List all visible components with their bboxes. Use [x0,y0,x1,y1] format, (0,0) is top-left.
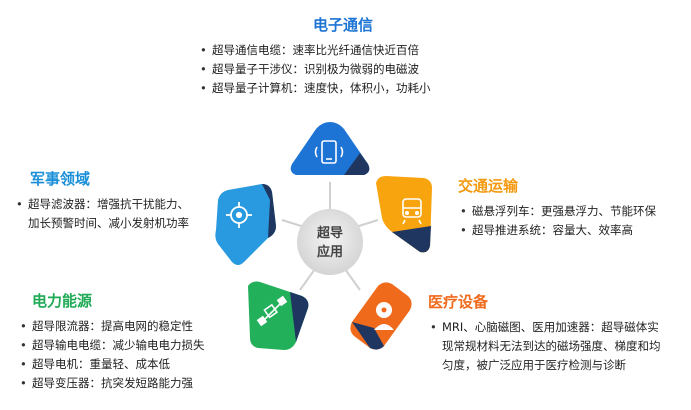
list-item: MRI、心脑磁图、医用加速器：超导磁体实现常规材料无法到达的磁场强度、梯度和均匀… [428,318,668,375]
satellite-icon [256,295,288,327]
petal-bottom-right-shadow [352,322,384,350]
center-label-2: 应用 [317,244,343,260]
list-medical: MRI、心脑磁图、医用加速器：超导磁体实现常规材料无法到达的磁场强度、梯度和均匀… [428,318,668,375]
list-electronics: 超导通信电缆：速率比光纤通信快近百倍 超导量子干涉仪：识别极为微弱的电磁波 超导… [198,41,488,98]
list-item: 超导电机：重量轻、成本低 [18,355,248,374]
section-title-medical: 医疗设备 [428,293,489,311]
section-title-military: 军事领域 [30,170,91,188]
section-title-power: 电力能源 [32,292,93,310]
list-military: 超导滤波器：增强抗干扰能力、 加长预警时间、减小发射机功率 [14,195,214,233]
train-icon [402,198,422,225]
center-circle [297,209,363,275]
petal-left [215,184,276,265]
section-title-electronics: 电子通信 [312,16,373,34]
center-label-1: 超导 [317,225,343,241]
section-medical: 医疗设备 MRI、心脑磁图、医用加速器：超导磁体实现常规材料无法到达的磁场强度、… [428,291,668,375]
phone-icon [314,140,344,164]
list-item-continued: 加长预警时间、减小发射机功率 [28,216,189,230]
list-item: 超导输电电缆：减少输电电力损失 [18,336,248,355]
list-item: 超导通信电缆：速率比光纤通信快近百倍 [198,41,488,60]
crosshair-icon [226,202,252,228]
list-transport: 磁悬浮列车：更强悬浮力、节能环保 超导推进系统：容量大、效率高 [458,202,686,240]
list-item: 超导限流器：提高电网的稳定性 [18,317,248,336]
list-item: 超导量子计算机：速度快，体积小，功耗小 [198,79,488,98]
list-item: 磁悬浮列车：更强悬浮力、节能环保 [458,202,686,221]
list-item: 超导推进系统：容量大、效率高 [458,221,686,240]
list-power: 超导限流器：提高电网的稳定性 超导输电电缆：减少输电电力损失 超导电机：重量轻、… [18,317,248,393]
list-item: 超导变压器：抗突发短路能力强 [18,374,248,393]
petal-right-shadow [392,226,431,253]
list-item: 超导滤波器：增强抗干扰能力、 [14,195,214,214]
list-item: 超导量子干涉仪：识别极为微弱的电磁波 [198,60,488,79]
doctor-icon [374,302,394,330]
section-military: 军事领域 超导滤波器：增强抗干扰能力、 加长预警时间、减小发射机功率 [14,168,214,233]
section-electronics: 电子通信 超导通信电缆：速率比光纤通信快近百倍 超导量子干涉仪：识别极为微弱的电… [198,14,488,98]
petal-bottom-left-shadow [290,292,309,342]
section-transport: 交通运输 磁悬浮列车：更强悬浮力、节能环保 超导推进系统：容量大、效率高 [458,175,686,240]
section-title-transport: 交通运输 [458,177,519,195]
petal-top [290,122,370,175]
petal-top-shadow [344,153,370,175]
petal-left-shadow [262,184,276,238]
section-power: 电力能源 超导限流器：提高电网的稳定性 超导输电电缆：减少输电电力损失 超导电机… [18,290,248,393]
